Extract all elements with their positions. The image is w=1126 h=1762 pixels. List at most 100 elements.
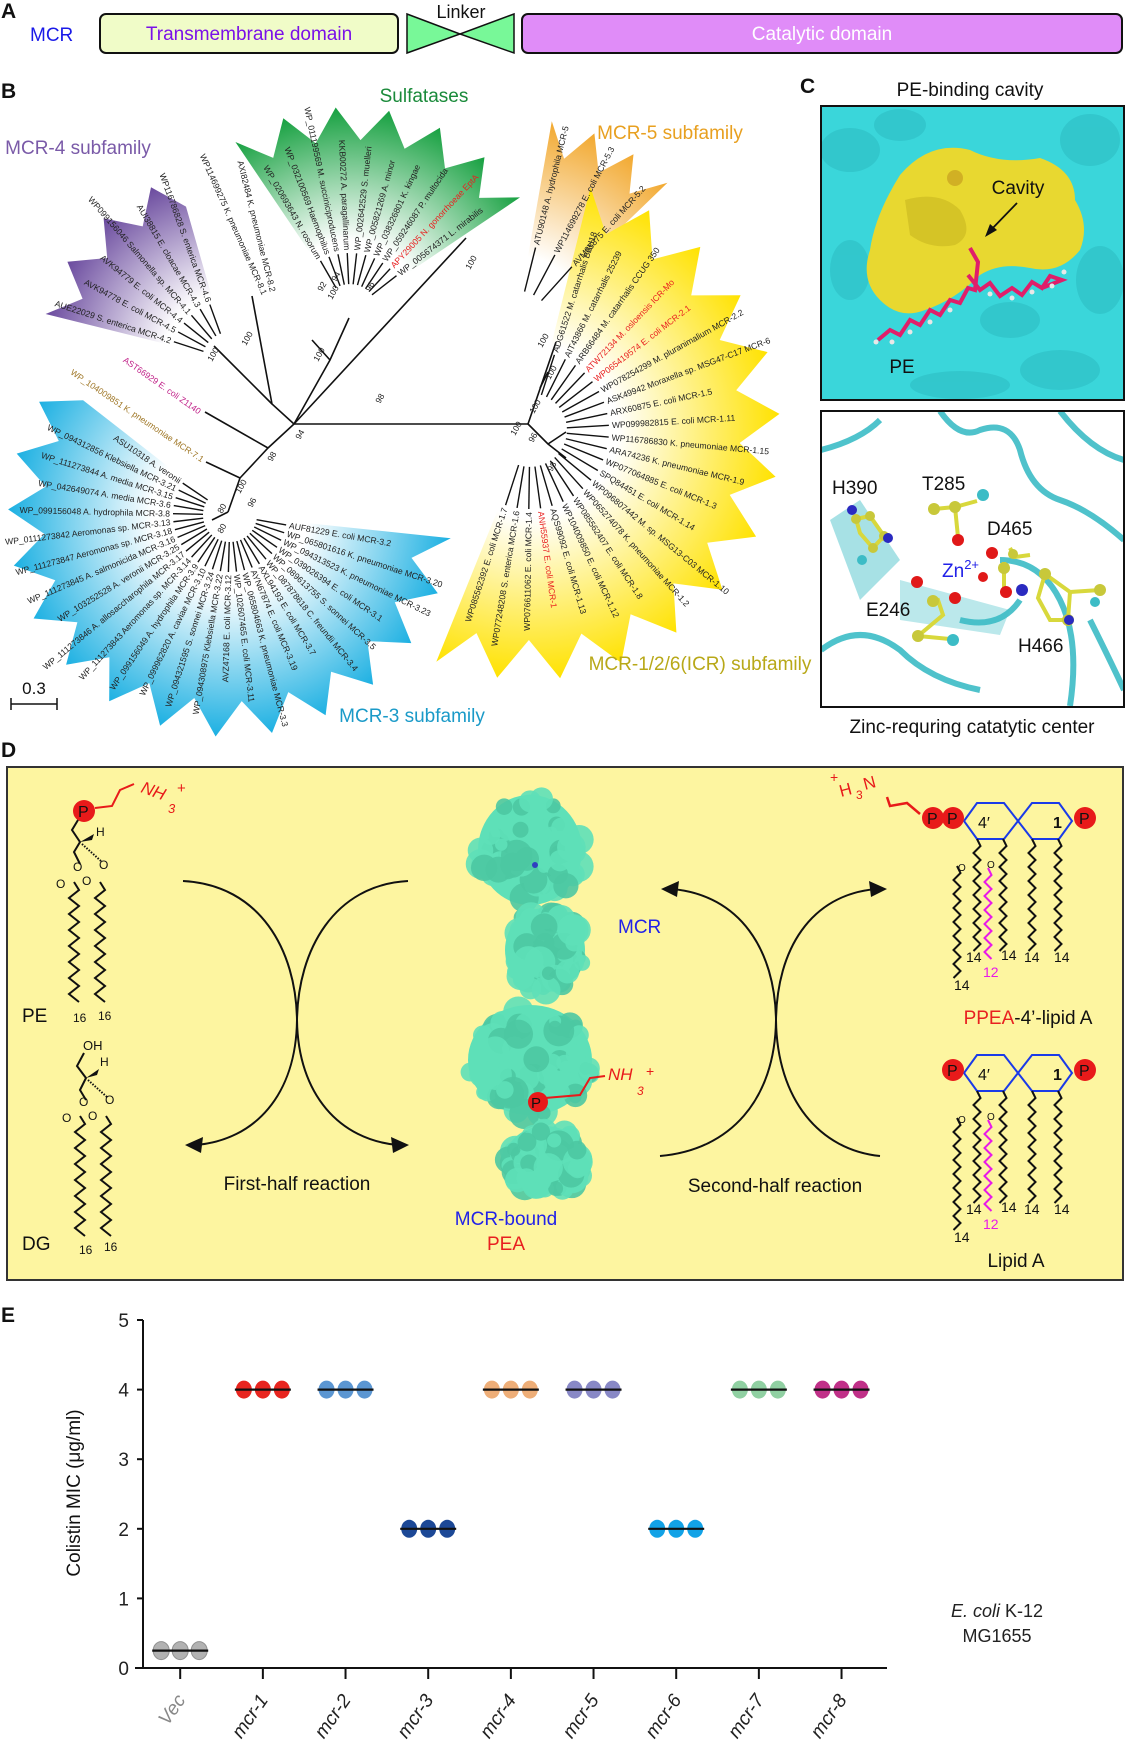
panel-letter-d: D <box>1 739 16 762</box>
chem-label: 1 <box>1053 815 1062 832</box>
tree-branches <box>204 237 567 521</box>
chem-label: P <box>947 811 958 828</box>
x-tick-label: mcr-3 <box>393 1690 438 1742</box>
linker-right-triangle <box>457 12 515 55</box>
bootstrap-value: 100 <box>205 345 221 363</box>
panel-e-mic-chart: E Colistin MIC (μg/ml) E. coli K-12 MG16… <box>1 1304 1043 1742</box>
clade-fan <box>436 187 780 679</box>
panel-letter-c: C <box>800 75 815 98</box>
chem-label: H <box>837 779 854 801</box>
chem-label: 14 <box>1024 1201 1040 1217</box>
chem-label: O <box>79 1095 88 1109</box>
strain-annotation-line2: MG1655 <box>962 1626 1031 1646</box>
panel-letter-b: B <box>1 80 16 103</box>
y-tick-label: 0 <box>118 1659 129 1680</box>
bootstrap-value: 92 <box>315 280 329 293</box>
chem-label: H <box>96 825 105 839</box>
ppea-lipid-a-label: PPEA-4’-lipid A <box>964 1008 1093 1029</box>
chem-label: 16 <box>73 1011 87 1025</box>
transmembrane-domain-label: Transmembrane domain <box>146 24 352 45</box>
chem-label: 16 <box>104 1240 118 1254</box>
chem-label: 12 <box>983 1216 999 1232</box>
chem-label: H <box>100 1055 109 1069</box>
pe-binding-cavity-title: PE-binding cavity <box>897 80 1044 101</box>
tree-leaf-label: AVZ47168 E. coli MCR-3.12 <box>220 575 233 683</box>
chem-label: 14 <box>1054 1201 1070 1217</box>
chem-label: 16 <box>79 1243 93 1257</box>
chem-label: O <box>99 858 108 872</box>
chem-label: O <box>62 1111 71 1125</box>
x-tick-label: mcr-8 <box>807 1690 852 1742</box>
chem-label: O <box>56 877 65 891</box>
x-tick-label: mcr-5 <box>559 1690 604 1742</box>
chem-label: + <box>177 780 186 797</box>
phosphate-circle <box>1074 807 1096 829</box>
mcr-label: MCR <box>30 25 73 46</box>
chem-label: 3 <box>856 788 863 802</box>
chem-label: 1 <box>1053 1067 1062 1084</box>
chem-label: 4′ <box>978 815 990 832</box>
clade-fan <box>45 187 218 350</box>
bootstrap-value: 100 <box>535 331 551 349</box>
chem-label: P <box>927 811 938 828</box>
catalytic-center-caption: Zinc-requring catatytic center <box>850 717 1096 738</box>
tree-leaf-label: WP_099156048 A. hydrophila MCR-3.8 <box>19 505 170 519</box>
clade-label-mcr1-2-6: MCR-1/2/6(ICR) subfamily <box>589 654 812 675</box>
mcr-protein-surface <box>465 787 594 913</box>
pe-binding-cavity-image: Cavity PE <box>821 106 1124 400</box>
chem-label: 4′ <box>978 1067 990 1084</box>
panel-c: C PE-binding cavity Cavity PE <box>800 75 1125 738</box>
clade-label-mcr5: MCR-5 subfamily <box>597 123 743 144</box>
bound-amine-subscript: 3 <box>637 1084 644 1098</box>
chem-label: 14 <box>954 977 970 993</box>
chem-label: 12 <box>983 964 999 980</box>
mcr-bound-label: MCR-bound <box>455 1209 557 1230</box>
chem-label: + <box>830 769 838 785</box>
chem-label: N <box>861 772 878 794</box>
phosphate-circle <box>942 1059 964 1081</box>
catalytic-center-image: H390 T285 D465 Zn2+ E246 H466 <box>821 411 1124 707</box>
scale-bar: 0.3 <box>10 679 58 710</box>
chem-label: O <box>82 874 91 888</box>
bootstrap-value: 96 <box>363 280 377 293</box>
bootstrap-value: 98 <box>373 392 387 405</box>
x-tick-label: mcr-4 <box>476 1691 521 1743</box>
bootstrap-value: 100 <box>463 253 479 271</box>
chem-label: O <box>958 1115 966 1126</box>
catalytic-domain-label: Catalytic domain <box>752 24 892 45</box>
chem-label: 14 <box>1001 1199 1017 1215</box>
first-half-arrows <box>182 880 409 1146</box>
panel-letter-a: A <box>1 0 16 23</box>
bound-phosphate-label: P <box>531 1095 541 1112</box>
chem-label: 14 <box>966 1201 982 1217</box>
bootstrap-value: 98 <box>545 460 559 473</box>
chem-label: O <box>88 1109 97 1123</box>
chem-label: 3 <box>168 801 176 816</box>
chem-label: P <box>947 1063 958 1080</box>
h466-label: H466 <box>1018 636 1063 657</box>
transmembrane-domain-box <box>99 13 399 54</box>
mcr-protein-surface <box>494 1118 593 1201</box>
first-half-reaction-label: First-half reaction <box>224 1174 371 1195</box>
strain-annotation-line1: E. coli K-12 <box>951 1601 1043 1621</box>
chem-label: O <box>958 863 966 874</box>
phosphate-circle <box>73 800 95 822</box>
bootstrap-value: 96 <box>526 431 540 444</box>
linker-left-triangle <box>406 12 463 55</box>
zinc-ion-label: Zn2+ <box>942 557 979 582</box>
dg-structure-label: DG <box>22 1234 51 1255</box>
clade-fan <box>235 107 520 288</box>
lipid-a-label: Lipid A <box>987 1251 1044 1272</box>
x-tick-label: Vec <box>155 1690 191 1729</box>
chem-label: O <box>987 860 995 871</box>
h390-label: H390 <box>832 478 877 499</box>
bootstrap-value: 100 <box>508 419 524 437</box>
tree-leaf-label: WP076611062 E. coli MCR-1.4 <box>522 512 534 631</box>
bootstrap-value: 100 <box>311 345 327 363</box>
bootstrap-value: 94 <box>293 428 307 441</box>
bootstrap-value: 80 <box>215 522 229 535</box>
bootstrap-value: 98 <box>265 450 279 463</box>
